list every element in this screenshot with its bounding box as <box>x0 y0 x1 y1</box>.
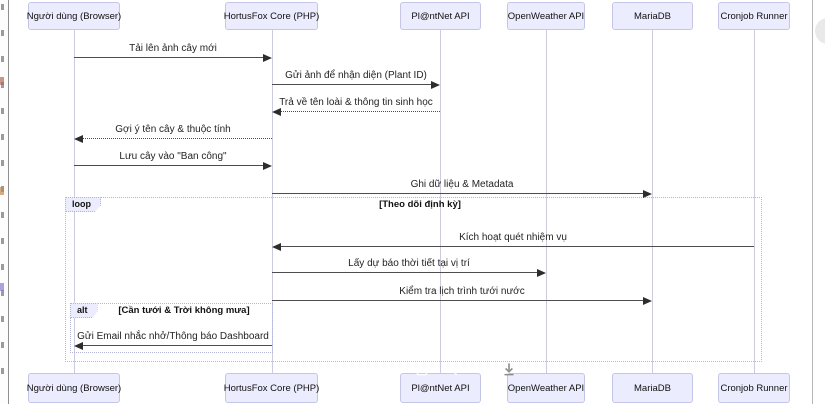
side-panel <box>813 0 825 404</box>
code-fragment <box>0 283 4 291</box>
arrowhead <box>263 53 272 62</box>
message-text: Lưu cây vào "Ban công" <box>119 151 227 162</box>
download-icon[interactable] <box>500 360 518 378</box>
message-text: Tải lên ảnh cây mới <box>129 43 217 54</box>
message-text: Kích hoạt quét nhiệm vụ <box>459 232 567 243</box>
arrowhead <box>643 296 652 305</box>
code-editor-edge <box>0 0 9 404</box>
code-fragment <box>0 77 4 85</box>
participant-top-weather: OpenWeather API <box>507 2 585 30</box>
arrowhead <box>263 161 272 170</box>
arrowhead <box>74 341 83 350</box>
message-text: Trả về tên loài & thông tin sinh học <box>279 97 433 108</box>
fragment-condition-alt: [Cần tưới & Trời không mưa] <box>118 305 250 316</box>
message-text: Ghi dữ liệu & Metadata <box>410 179 514 190</box>
zoom-in-icon[interactable] <box>471 360 489 378</box>
lifeline-plantnet <box>440 30 441 373</box>
lifeline-weather <box>546 30 547 373</box>
participant-top-mariadb: MariaDB <box>612 2 693 30</box>
lifeline-mariadb <box>652 30 653 373</box>
arrowhead <box>272 107 281 116</box>
floating-button[interactable] <box>815 18 825 44</box>
participant-top-core: HortusFox Core (PHP) <box>224 2 319 30</box>
panel-divider <box>812 0 813 404</box>
message-text: Kiểm tra lịch trình tưới nước <box>399 286 525 297</box>
message-line <box>272 84 431 85</box>
arrowhead <box>643 189 652 198</box>
message-line <box>281 246 754 247</box>
message-line <box>83 345 272 346</box>
fragment-label-alt: alt <box>70 303 98 318</box>
message-text: Gợi ý tên cây & thuộc tính <box>115 124 231 135</box>
participant-bottom-plantnet: Pl@ntNet API <box>400 373 481 403</box>
lifeline-cron <box>754 30 755 373</box>
preview-zoom-toolbar <box>413 360 518 378</box>
arrowhead <box>431 80 440 89</box>
participant-bottom-cron: Cronjob Runner <box>718 373 790 403</box>
participant-top-user: Người dùng (Browser) <box>27 2 121 30</box>
message-line <box>83 138 272 139</box>
participant-bottom-weather: OpenWeather API <box>507 373 585 403</box>
lock-icon[interactable] <box>413 360 431 378</box>
fragment-loop: loop <box>65 197 762 362</box>
message-line <box>272 193 643 194</box>
fragment-alt: alt <box>70 303 273 353</box>
fragment-condition-loop: [Theo dõi định kỳ] <box>379 199 461 210</box>
participant-bottom-core: HortusFox Core (PHP) <box>224 373 319 403</box>
participant-top-cron: Cronjob Runner <box>718 2 790 30</box>
arrowhead <box>272 242 281 251</box>
participant-bottom-mariadb: MariaDB <box>612 373 693 403</box>
message-line <box>74 57 263 58</box>
arrowhead <box>74 134 83 143</box>
message-text: Gửi Email nhắc nhở/Thông báo Dashboard <box>77 331 269 342</box>
participant-bottom-user: Người dùng (Browser) <box>27 373 121 403</box>
lifeline-core <box>272 30 273 373</box>
fragment-label-loop: loop <box>65 197 101 212</box>
message-line <box>281 111 440 112</box>
code-fragment <box>0 187 4 195</box>
message-line <box>74 165 263 166</box>
arrowhead <box>537 268 546 277</box>
participant-top-plantnet: Pl@ntNet API <box>400 2 481 30</box>
message-text: Gửi ảnh để nhận diện (Plant ID) <box>285 70 427 81</box>
zoom-out-icon[interactable] <box>442 360 460 378</box>
message-line <box>272 272 537 273</box>
message-text: Lấy dự báo thời tiết tại vị trí <box>348 258 470 269</box>
message-line <box>272 300 643 301</box>
